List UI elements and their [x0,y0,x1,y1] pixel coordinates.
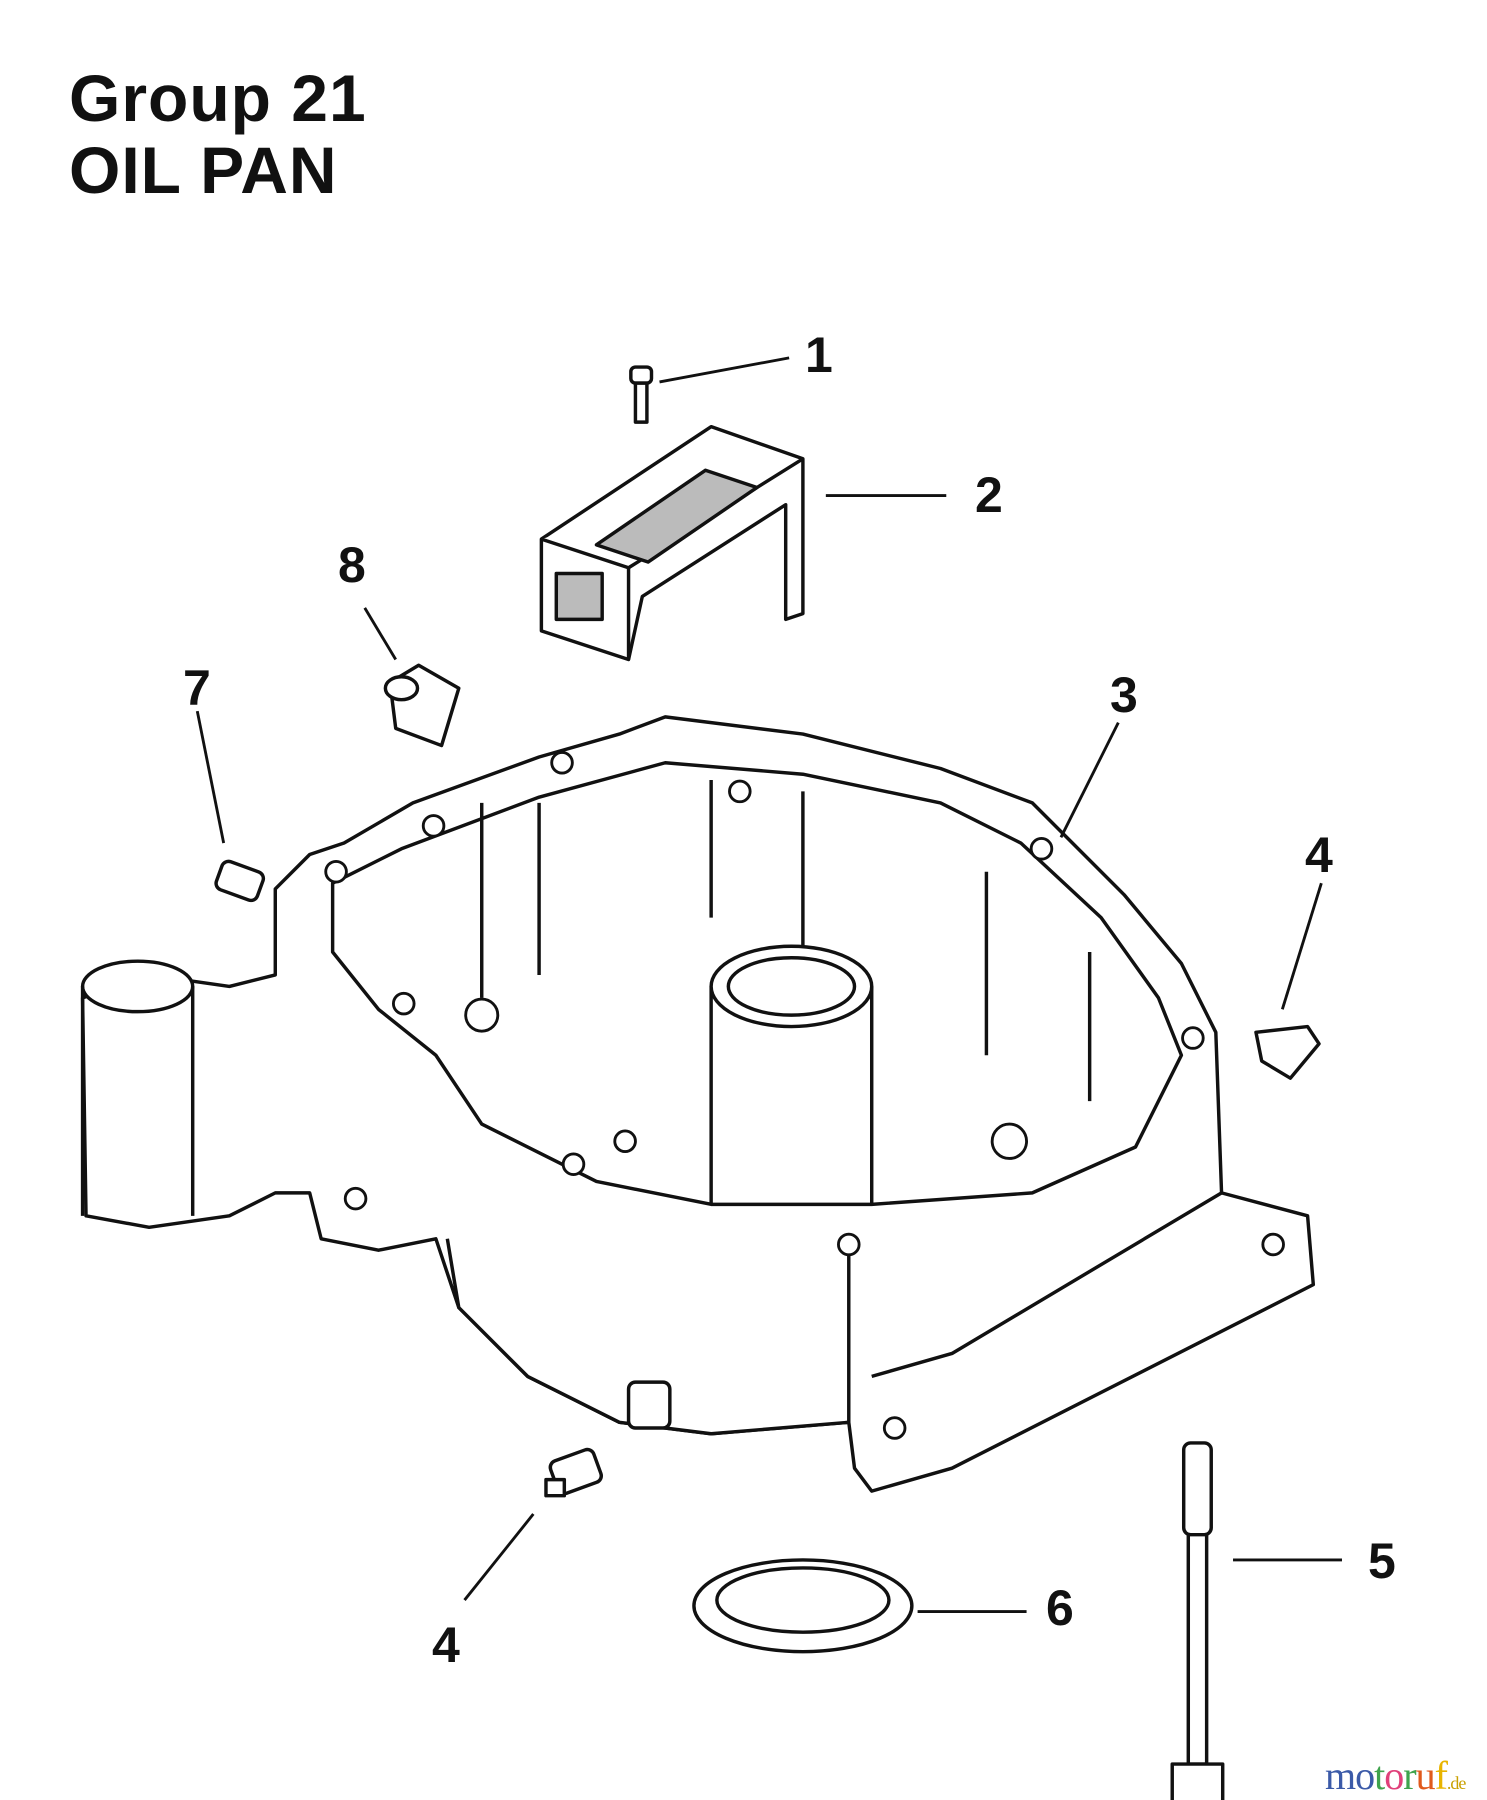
diagram-title: Group 21 OIL PAN [69,62,367,206]
part-2-oil-screen [539,424,805,662]
watermark-letter: r [1403,1753,1416,1798]
watermark-letter: f [1434,1753,1448,1798]
part-1-screw [629,365,654,424]
callout-8: 8 [338,537,366,593]
watermark-letter: m [1325,1753,1356,1798]
watermark-letter: o [1355,1753,1375,1798]
callout-2: 2 [975,467,1003,523]
callout-4-right: 4 [1305,827,1333,883]
bolt-holes [324,750,1285,1440]
leader-lines [195,356,1342,1613]
callout-1: 1 [805,327,833,383]
watermark-logo: motoruf.de [1325,1752,1466,1799]
part-7-pipe-plug [214,859,266,903]
part-4-drain-plug-right [1254,1024,1321,1080]
part-6-oil-seal [692,1558,914,1654]
callout-3: 3 [1110,667,1138,723]
watermark-letter: o [1384,1753,1404,1798]
watermark-suffix: .de [1446,1773,1466,1793]
part-8-plug [383,663,461,748]
group-label: Group 21 [69,61,367,135]
callout-4-bottom: 4 [432,1617,460,1673]
watermark-letter: u [1415,1753,1436,1798]
callout-7: 7 [183,660,211,716]
part-4-drain-plug-bottom [544,1447,604,1498]
callout-6: 6 [1046,1580,1074,1636]
callout-5: 5 [1368,1533,1396,1589]
part-3-oil-pan [80,715,1316,1493]
watermark-letter: t [1374,1753,1385,1798]
watermark-text: motoruf [1325,1753,1448,1798]
part-5-bolt [1170,1441,1225,1800]
section-title: OIL PAN [69,133,338,207]
